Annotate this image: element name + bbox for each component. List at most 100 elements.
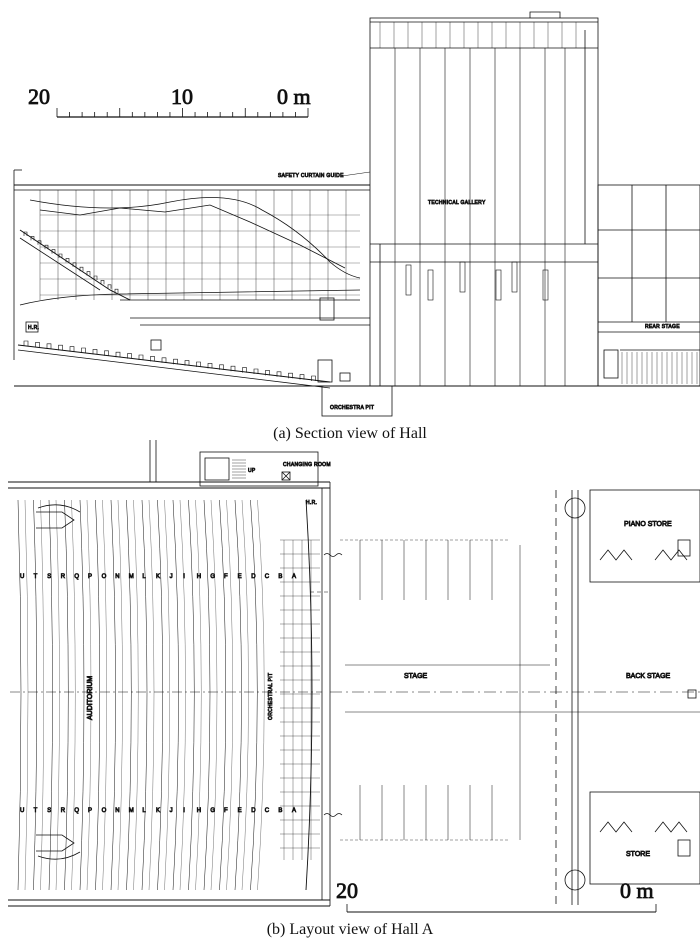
- section-scale-20: 20: [28, 84, 50, 109]
- seat-row-line: [86, 499, 92, 891]
- balcony-seat: [72, 262, 77, 267]
- layout-caption: (b) Layout view of Hall A: [266, 921, 434, 938]
- row-label-N: N: [115, 574, 119, 580]
- row-label-C: C: [265, 808, 270, 814]
- flying-piece: [405, 264, 412, 296]
- section-view: 20 10 0 m: [13, 11, 700, 417]
- seat-row-line: [17, 499, 22, 891]
- section-scale-0m: 0 m: [277, 84, 311, 109]
- seat-row-line: [79, 499, 85, 891]
- section-scale-bar: 20 10 0 m: [28, 84, 311, 118]
- row-label-U: U: [20, 808, 24, 814]
- seat-row-line: [126, 499, 132, 891]
- layout-scale-0m: 0 m: [620, 878, 654, 903]
- piano-store-label: PIANO STORE: [624, 521, 672, 528]
- stall-seat: [276, 371, 282, 377]
- stall-seat: [35, 342, 40, 348]
- row-label-O: O: [102, 574, 107, 580]
- row-label-G: G: [210, 574, 215, 580]
- row-label-A: A: [292, 808, 296, 814]
- seat-row-line: [148, 499, 155, 891]
- technical-gallery-label: TECHNICAL GALLERY: [428, 200, 486, 206]
- seat-row-line: [219, 499, 226, 891]
- gallery-grid: [379, 22, 577, 48]
- row-label-R: R: [61, 574, 66, 580]
- stall-seat: [311, 375, 316, 381]
- row-label-B: B: [278, 808, 282, 814]
- seating-rows: [10, 499, 322, 891]
- seat-row-line: [133, 499, 139, 891]
- stall-seat: [288, 372, 293, 379]
- seat-row-line: [71, 499, 76, 891]
- row-label-P: P: [88, 574, 92, 580]
- balcony-seat: [44, 244, 49, 250]
- balcony-seat: [100, 280, 105, 285]
- stall-seat: [207, 363, 213, 369]
- balcony-seat: [107, 284, 112, 289]
- row-label-I: I: [183, 574, 185, 580]
- seat-row-line: [195, 499, 202, 891]
- row-label-B: B: [278, 574, 282, 580]
- row-label-D: D: [251, 574, 256, 580]
- row-label-N: N: [115, 808, 119, 814]
- stall-seat: [173, 358, 178, 365]
- stall-seat: [161, 357, 167, 363]
- balcony-seat: [23, 231, 28, 236]
- row-label-S: S: [47, 808, 51, 814]
- row-label-J: J: [170, 574, 173, 580]
- ceiling-panels: [39, 190, 360, 300]
- seat-row-line: [241, 499, 249, 891]
- row-label-M: M: [129, 808, 134, 814]
- seat-row-line: [226, 499, 233, 891]
- stall-seat: [196, 361, 201, 367]
- store-label: STORE: [626, 851, 650, 858]
- seat-row-line: [141, 499, 148, 891]
- seat-row-line: [203, 499, 211, 891]
- section-caption: (a) Section view of Hall: [273, 425, 427, 442]
- orchestral-pit-label: ORCHESTRAL PIT: [268, 673, 274, 720]
- balcony-seat: [51, 249, 56, 254]
- hr-label-top: H.R.: [306, 500, 317, 506]
- stall-seat: [253, 368, 259, 374]
- stall-seat: [265, 370, 270, 376]
- flying-piece: [495, 269, 502, 301]
- stair: [232, 459, 246, 479]
- stall-seat: [46, 343, 52, 349]
- seat-row-line: [117, 499, 123, 891]
- balcony-seat: [30, 236, 35, 241]
- orchestra-pit-label: ORCHESTRA PIT: [330, 405, 374, 411]
- row-label-J: J: [170, 808, 173, 814]
- seat-row-line: [257, 499, 265, 891]
- row-label-Q: Q: [74, 808, 79, 814]
- stage-label: STAGE: [404, 673, 428, 680]
- section-scale-ticks: [56, 108, 309, 117]
- stall-seat: [104, 350, 109, 356]
- row-label-L: L: [142, 808, 146, 814]
- stall-seat: [138, 354, 144, 360]
- rear-stage-section: REAR STAGE: [597, 184, 700, 387]
- batten-lines: [340, 539, 510, 841]
- row-label-G: G: [210, 808, 215, 814]
- row-label-F: F: [224, 574, 228, 580]
- balcony-seat: [79, 266, 84, 272]
- seat-row-line: [24, 499, 29, 891]
- row-label-U: U: [20, 574, 24, 580]
- stall-seat: [127, 353, 132, 359]
- stall-seat: [23, 340, 29, 346]
- rear-stage-label: REAR STAGE: [645, 324, 680, 330]
- seat-row-line: [33, 499, 37, 891]
- pit-grid: [280, 539, 320, 860]
- seat-row-line: [172, 499, 179, 891]
- seat-row-line: [157, 499, 163, 891]
- flying-piece: [427, 269, 434, 301]
- seat-row-line: [234, 499, 242, 891]
- row-label-T: T: [34, 808, 38, 814]
- seat-row-line: [250, 499, 258, 891]
- row-label-H: H: [197, 808, 201, 814]
- orchestra-pit-section: ORCHESTRA PIT: [321, 385, 393, 417]
- row-label-O: O: [102, 808, 107, 814]
- row-label-R: R: [61, 808, 66, 814]
- row-label-A: A: [292, 574, 296, 580]
